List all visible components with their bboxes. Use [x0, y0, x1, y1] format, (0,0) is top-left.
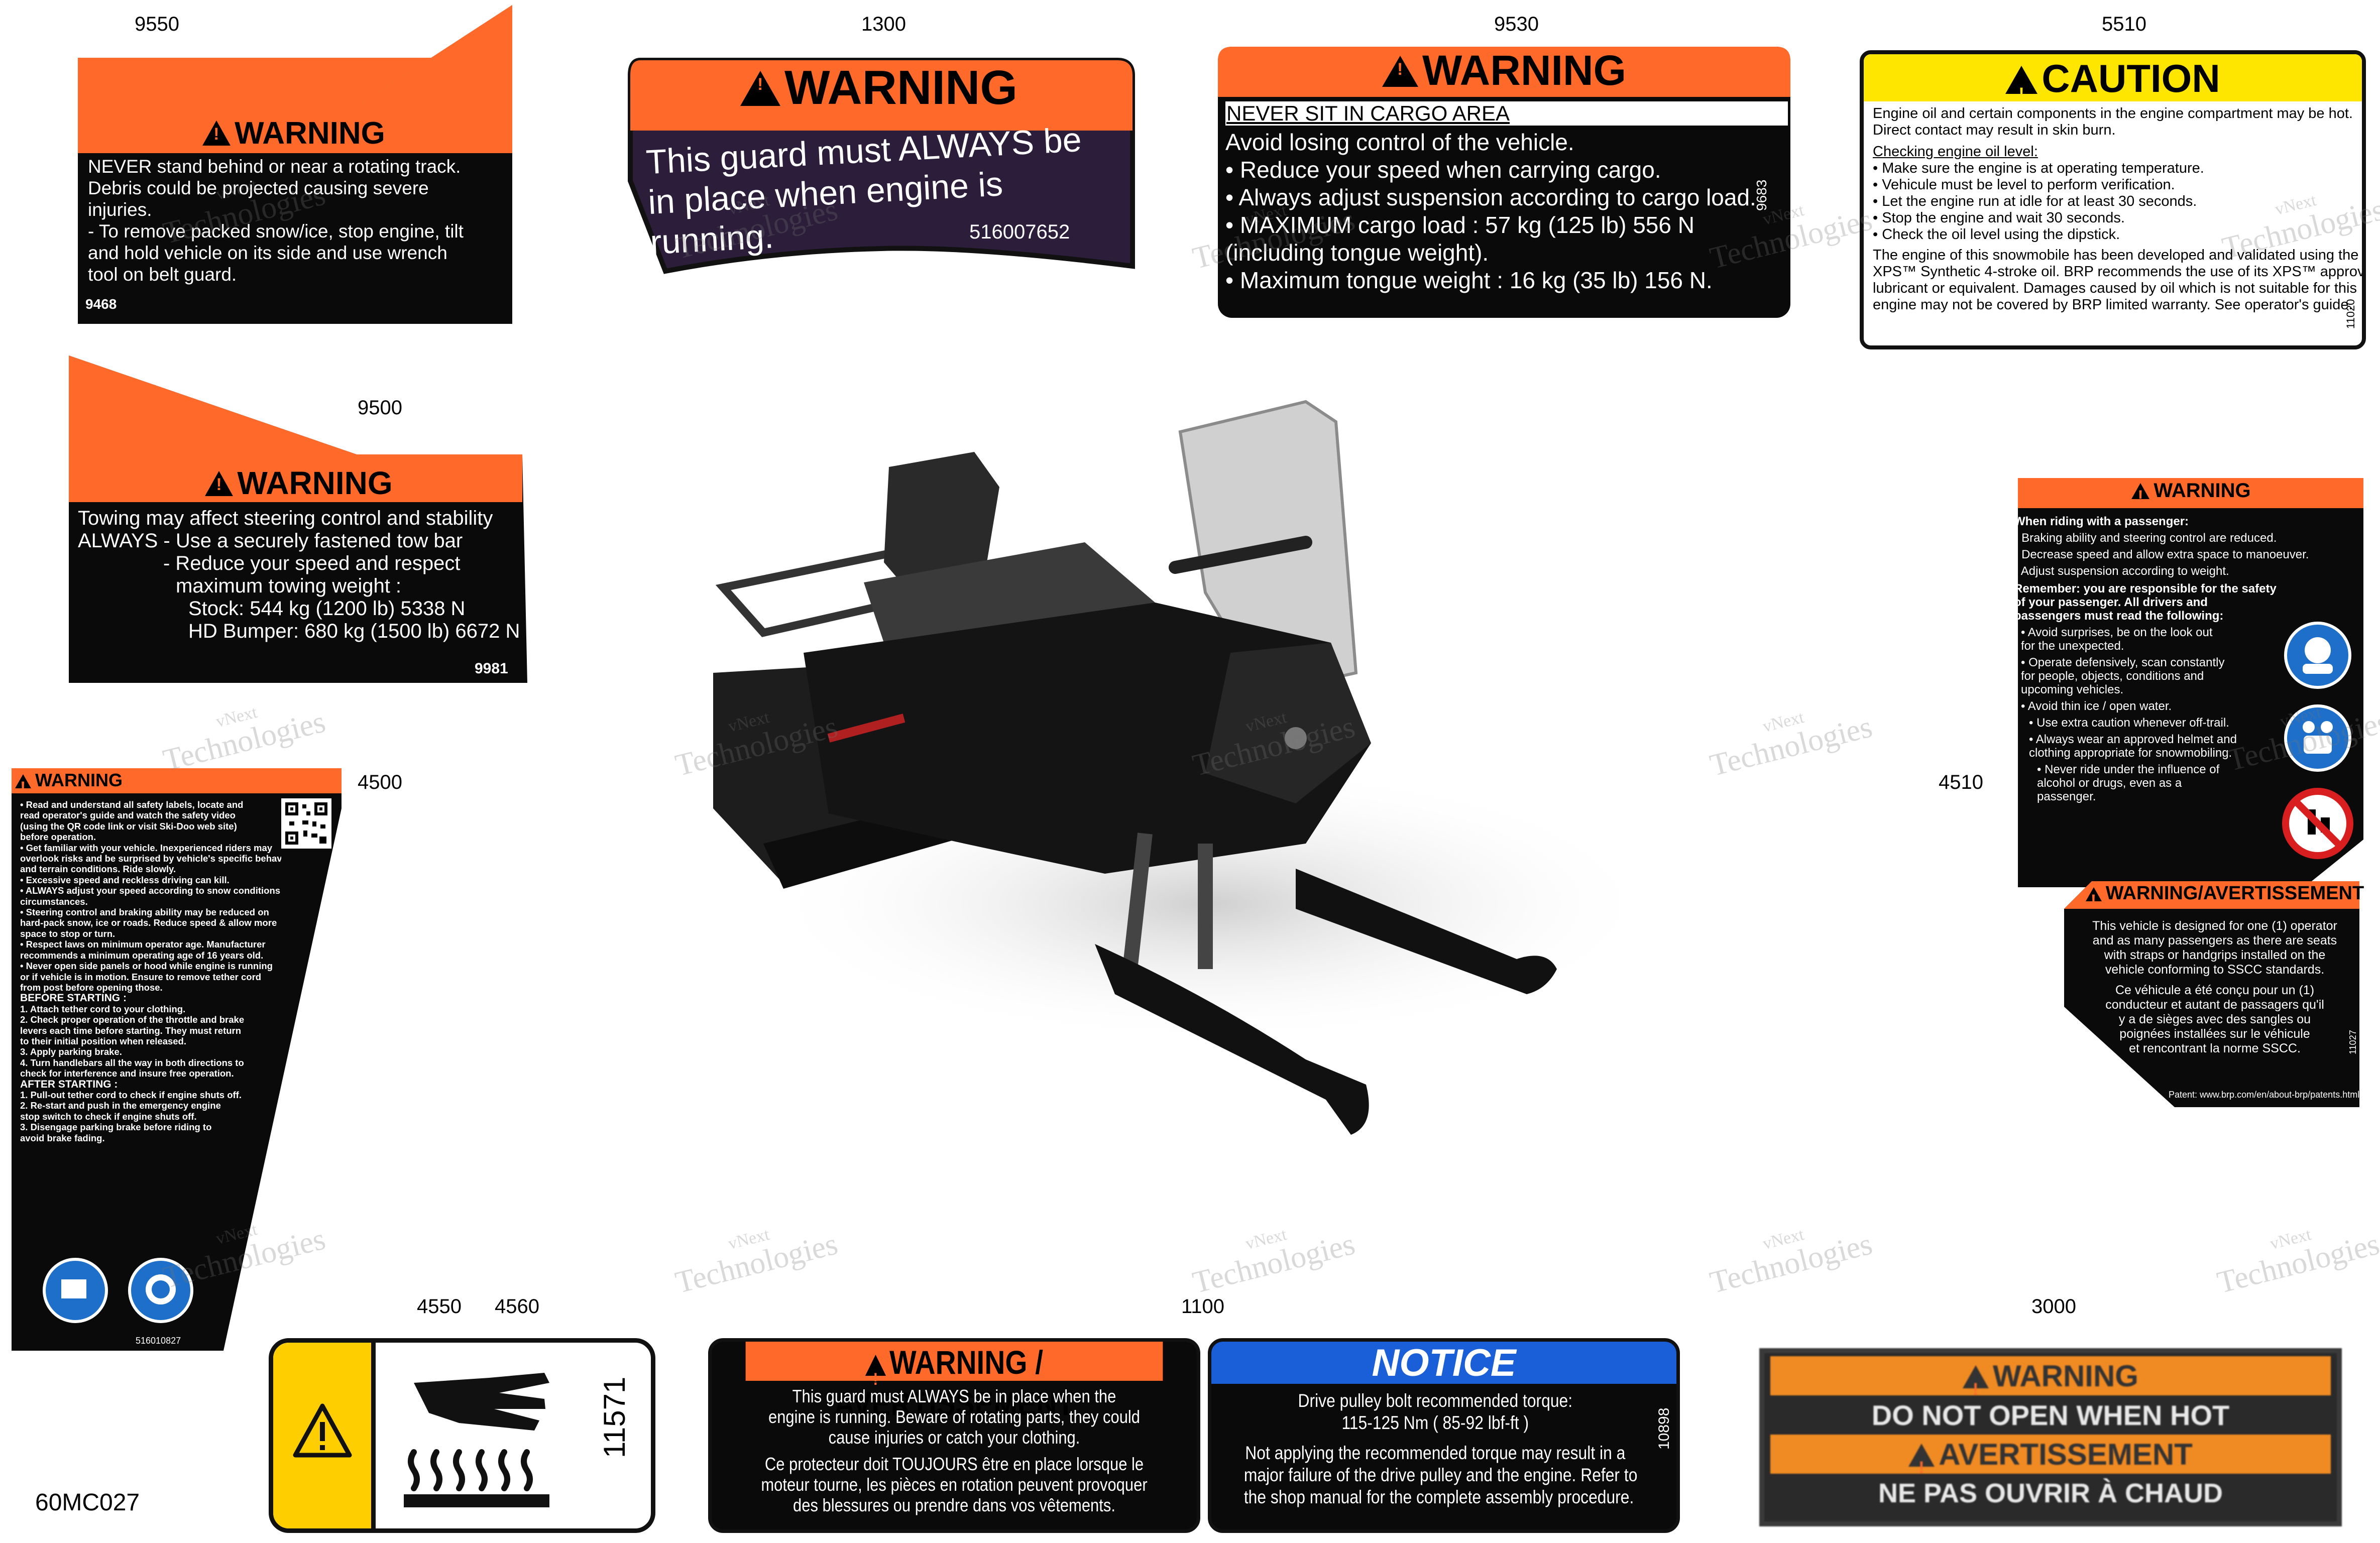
label-9500-body: Towing may affect steering control and s…: [78, 507, 520, 642]
label-1100a-body: This guard must ALWAYS be in place when …: [761, 1386, 1148, 1515]
label-1300-shape: [628, 58, 1135, 274]
warning-triangle-icon: [2131, 483, 2150, 502]
label-1100a: WARNING / AVERTISSEMENT This guard must …: [708, 1338, 1200, 1533]
label-4500-shape: [12, 768, 342, 1351]
part-number-9530: 9530: [1494, 13, 1539, 35]
label-1100b-body: Drive pulley bolt recommended torque: 11…: [1243, 1390, 1638, 1507]
label-3000-warning: WARNING: [1770, 1356, 2331, 1409]
label-9500-code: 9981: [475, 660, 508, 677]
warning-triangle-icon: [15, 774, 31, 791]
front-suspension: [1122, 833, 1213, 970]
part-number-4550: 4550: [417, 1295, 462, 1318]
warning-triangle-icon: [1382, 56, 1418, 87]
label-1100a-heading: WARNING / AVERTISSEMENT: [745, 1342, 1163, 1422]
label-3000-avertissement: AVERTISSEMENT: [1770, 1435, 2331, 1488]
diagram-code: 60MC027: [35, 1489, 140, 1516]
label-9530-body: Avoid losing control of the vehicle. • R…: [1225, 129, 1756, 293]
label-9550-body: NEVER stand behind or near a rotating tr…: [88, 156, 464, 285]
warning-triangle-icon: [205, 471, 234, 496]
part-number-4500: 4500: [358, 771, 402, 793]
label-1300-code: 516007652: [969, 221, 1070, 243]
part-number-9500: 9500: [358, 397, 402, 419]
warning-triangle-icon: [202, 121, 231, 146]
label-4500-body: • Read and understand all safety labels,…: [20, 799, 281, 1143]
label-9500-heading: WARNING: [73, 464, 525, 502]
label-4510-icons: [2282, 622, 2353, 859]
warning-triangle-icon: [1908, 1444, 1935, 1488]
label-9500-shape: [69, 355, 527, 683]
hot-surface-hand-icon: [404, 1373, 549, 1507]
part-number-4510: 4510: [1939, 771, 1983, 793]
label-1100b-code: 10898: [1656, 1407, 1672, 1450]
qr-code-icon: [281, 798, 331, 849]
warning-triangle-icon: [2085, 887, 2102, 904]
part-number-3000: 3000: [2031, 1295, 2076, 1318]
label-9550-shape: [78, 5, 512, 324]
label-3000-line2: DO NOT OPEN WHEN HOT: [1871, 1399, 2230, 1431]
label-4550: 11571: [269, 1338, 655, 1533]
label-4510-shape: [2018, 478, 2363, 887]
label-1100b-heading: NOTICE: [1211, 1342, 1676, 1384]
label-1100b: NOTICE Drive pulley bolt recommended tor…: [1208, 1338, 1680, 1533]
warning-triangle-icon: [1963, 1365, 1989, 1409]
hood: [1205, 643, 1371, 803]
left-ski: [1095, 944, 1369, 1135]
red-stripe: [827, 714, 905, 743]
part-number-1300: 1300: [861, 13, 906, 35]
label-4500-heading: WARNING: [15, 770, 326, 791]
label-9530-subheading: NEVER SIT IN CARGO AREA: [1225, 101, 1788, 126]
label-4550-code: 11571: [598, 1376, 631, 1458]
part-number-5510: 5510: [2102, 13, 2146, 35]
handlebar: [1169, 536, 1312, 574]
label-9550-heading: WARNING: [85, 115, 502, 151]
label-5510-heading: CAUTION: [1864, 54, 2362, 118]
part-number-1100: 1100: [1181, 1295, 1225, 1318]
label-4510b-heading: WARNING/AVERTISSEMENT: [2084, 883, 2365, 904]
warning-triangle-icon: [865, 1355, 886, 1400]
part-number-9550: 9550: [135, 13, 179, 35]
label-9530-heading: WARNING: [1218, 46, 1790, 95]
passenger-seat-back: [884, 452, 999, 598]
label-3000: WARNING DO NOT OPEN WHEN HOT AVERTISSEME…: [1759, 1348, 2342, 1526]
label-4500-icons: [43, 1258, 193, 1323]
hot-surface-triangle-icon: [293, 1403, 352, 1458]
label-4510-heading: WARNING: [2018, 480, 2364, 502]
logo-emblem: [1285, 727, 1307, 749]
label-4510b-code: 11027: [2348, 1030, 2358, 1054]
label-4510-body: When riding with a passenger: • Braking …: [2014, 515, 2309, 803]
snowmobile-image: [713, 400, 1662, 1135]
label-5510-code: 11020: [2344, 299, 2357, 329]
label-5510-body: Engine oil and certain components in the…: [1873, 105, 2366, 313]
label-1300-heading: WARNING: [630, 60, 1127, 115]
label-4510b-shape: [2064, 881, 2359, 1107]
part-number-4560: 4560: [495, 1295, 539, 1318]
warning-triangle-icon: [740, 71, 781, 106]
caution-triangle-icon: [2005, 66, 2038, 118]
label-4510b-patent: Patent: www.brp.com/en/about-brp/patents…: [2169, 1090, 2360, 1100]
label-9550-code: 9468: [85, 296, 117, 312]
label-9530-code: 9683: [1754, 179, 1769, 211]
label-4500-code: 516010827: [136, 1336, 181, 1346]
label-3000-line4: NE PAS OUVRIR À CHAUD: [1878, 1478, 2223, 1508]
label-5510: CAUTION Engine oil and certain component…: [1860, 50, 2366, 349]
label-4510b-body: This vehicle is designed for one (1) ope…: [2092, 919, 2337, 1055]
right-ski: [1296, 869, 1557, 994]
